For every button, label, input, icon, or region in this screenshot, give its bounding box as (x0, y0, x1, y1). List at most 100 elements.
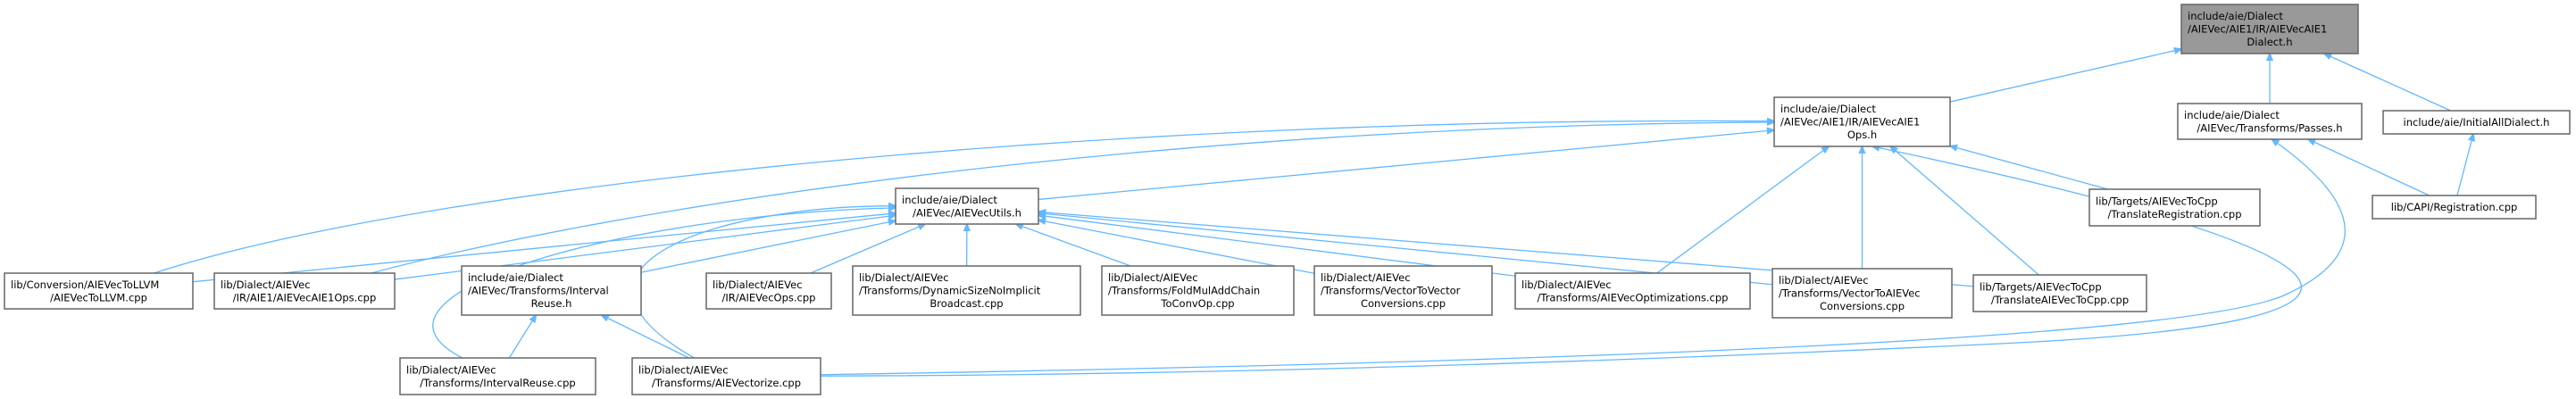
node-label-line: /Transforms/AIEVectorize.cpp (652, 377, 801, 389)
node-intreuse-cpp[interactable]: lib/Dialect/AIEVec/Transforms/IntervalRe… (399, 357, 596, 395)
node-utils-h[interactable]: include/aie/Dialect/AIEVec/AIEVecUtils.h (895, 187, 1039, 225)
node-box (1772, 268, 1953, 319)
dependency-edge-irops_cpp-to-utils_h (810, 224, 926, 274)
node-label-line: /Transforms/FoldMulAddChain (1108, 285, 1260, 297)
node-passes-h[interactable]: include/aie/Dialect/AIEVec/Transforms/Pa… (2177, 103, 2363, 140)
dependency-edge-tollvm_cpp-to-utils_h (192, 213, 896, 283)
node-label-line: lib/Dialect/AIEVec (406, 363, 496, 376)
dependency-edge-transcpp_cpp-to-ops_h (1890, 146, 2039, 276)
node-label-line: lib/Targets/AIEVecToCpp (2096, 195, 2218, 207)
node-label-line: /AIEVec/AIE1/IR/AIEVecAIE1 (2188, 23, 2327, 36)
node-box (631, 357, 821, 395)
dependency-edge-ops_h-to-dialect_h (1949, 49, 2181, 103)
node-dialect-h: include/aie/Dialect/AIEVec/AIE1/IR/AIEVe… (2180, 4, 2359, 54)
dependency-edge-initall_h-to-dialect_h (2324, 54, 2451, 112)
edge-arrow (154, 121, 1774, 274)
node-label-line: lib/Dialect/AIEVec (1779, 274, 1869, 287)
node-label-line: /AIEVec/Transforms/Passes.h (2197, 121, 2342, 134)
node-transreg-cpp[interactable]: lib/Targets/AIEVecToCpp/TranslateRegistr… (2088, 188, 2261, 227)
edge-arrow (192, 213, 896, 283)
node-label-line: include/aie/Dialect (468, 271, 563, 284)
dependency-edge-vec2vec_cpp-to-utils_h (1038, 220, 1315, 274)
node-label-line: /TranslateAIEVecToCpp.cpp (1991, 294, 2129, 306)
node-label-line: lib/CAPI/Registration.cpp (2391, 201, 2518, 213)
node-box (705, 272, 832, 310)
node-ops-h[interactable]: include/aie/Dialect/AIEVec/AIE1/IR/AIEVe… (1773, 96, 1951, 147)
dependency-edge-utils_h-to-ops_h (1038, 130, 1774, 201)
node-vec2aie-cpp[interactable]: lib/Dialect/AIEVec/Transforms/VectorToAI… (1772, 268, 1953, 319)
node-label-line: include/aie/InitialAllDialect.h (2404, 116, 2550, 129)
node-initall-h[interactable]: include/aie/InitialAllDialect.h (2382, 110, 2571, 135)
dependency-edge-tollvm_cpp-to-ops_h (154, 121, 1774, 274)
node-label-line: Dialect.h (2247, 36, 2292, 48)
node-dynsize-cpp[interactable]: lib/Dialect/AIEVec/Transforms/DynamicSiz… (852, 265, 1081, 316)
node-label-line: /AIEVec/AIE1/IR/AIEVecAIE1 (1780, 116, 1920, 129)
node-label-line: /AIEVecToLLVM.cpp (50, 291, 147, 303)
node-label-line: Conversions.cpp (1820, 300, 1905, 312)
edge-arrow (1038, 130, 1774, 201)
node-label-line: include/aie/Dialect (1780, 103, 1876, 115)
node-tollvm-cpp[interactable]: lib/Conversion/AIEVecToLLVM/AIEVecToLLVM… (4, 272, 194, 310)
edge-arrow (371, 122, 1774, 274)
node-box (1972, 274, 2147, 312)
edge-arrow (602, 315, 689, 359)
dependency-edge-vectorize_cpp-to-ops_h (820, 146, 2303, 377)
dependency-edge-capireg_cpp-to-initall_h (2456, 134, 2473, 196)
node-vectorize-cpp[interactable]: lib/Dialect/AIEVec/Transforms/AIEVectori… (631, 357, 821, 395)
node-box (2088, 188, 2261, 227)
edge-arrow (1656, 146, 1830, 274)
edge-arrow (1950, 146, 2108, 190)
node-label-line: ToConvOp.cpp (1160, 297, 1234, 310)
node-box (1101, 265, 1295, 316)
node-capireg-cpp[interactable]: lib/CAPI/Registration.cpp (2372, 195, 2537, 220)
node-box (461, 265, 642, 316)
node-box (2180, 4, 2359, 54)
node-aie1ops-cpp[interactable]: lib/Dialect/AIEVec/IR/AIE1/AIEVecAIE1Ops… (213, 272, 396, 310)
edge-arrow (2324, 54, 2451, 112)
edge-arrow (1890, 146, 2039, 276)
node-label-line: lib/Dialect/AIEVec (638, 363, 729, 376)
edge-arrow (1949, 49, 2181, 103)
dependency-edge-capireg_cpp-to-passes_h (2308, 139, 2430, 196)
node-box (2177, 103, 2363, 140)
node-box (213, 272, 396, 310)
node-label-line: lib/Conversion/AIEVecToLLVM (11, 278, 159, 291)
node-irops-cpp[interactable]: lib/Dialect/AIEVec/IR/AIEVecOps.cpp (705, 272, 832, 310)
node-vec2vec-cpp[interactable]: lib/Dialect/AIEVec/Transforms/VectorToVe… (1313, 265, 1493, 316)
node-label-line: /Transforms/IntervalReuse.cpp (420, 377, 575, 389)
edge-arrow (2308, 139, 2430, 196)
node-label-line: lib/Dialect/AIEVec (713, 278, 803, 291)
dependency-edge-intreuse_h-to-utils_h (640, 220, 896, 273)
node-label-line: Reuse.h (531, 297, 572, 310)
edges-layer (154, 49, 2473, 377)
node-intreuse-h[interactable]: include/aie/Dialect/AIEVec/Transforms/In… (461, 265, 642, 316)
edge-arrow (1038, 220, 1315, 274)
node-label-line: include/aie/Dialect (902, 194, 997, 206)
node-label-line: Ops.h (1847, 129, 1877, 141)
dependency-edge-vectorize_cpp-to-passes_h (820, 139, 2346, 376)
node-box (1313, 265, 1493, 316)
dependency-edge-vectorize_cpp-to-utils_h (632, 206, 896, 359)
node-label-line: /AIEVec/AIEVecUtils.h (913, 206, 1021, 219)
node-transcpp-cpp[interactable]: lib/Targets/AIEVecToCpp/TranslateAIEVecT… (1972, 274, 2147, 312)
edge-arrow (2456, 134, 2473, 196)
dependency-edge-transreg_cpp-to-ops_h (1950, 146, 2108, 190)
dependency-edge-intreuse_cpp-to-intreuse_h (508, 315, 536, 359)
node-label-line: lib/Dialect/AIEVec (1321, 271, 1411, 284)
node-box (4, 272, 194, 310)
node-label-line: /Transforms/VectorToAIEVec (1779, 287, 1921, 300)
node-box (895, 187, 1039, 225)
dependency-edge-foldmul_cpp-to-utils_h (1016, 224, 1131, 267)
node-label-line: /Transforms/DynamicSizeNoImplicit (859, 285, 1041, 297)
node-label-line: /AIEVec/Transforms/Interval (468, 285, 609, 297)
edge-arrow (820, 139, 2346, 376)
node-label-line: Broadcast.cpp (930, 297, 1003, 310)
node-box (399, 357, 596, 395)
node-opt-cpp[interactable]: lib/Dialect/AIEVec/Transforms/AIEVecOpti… (1514, 272, 1751, 310)
node-box (1514, 272, 1751, 310)
node-label-line: include/aie/Dialect (2184, 109, 2280, 121)
node-box (1773, 96, 1951, 147)
node-box (2382, 110, 2571, 135)
node-foldmul-cpp[interactable]: lib/Dialect/AIEVec/Transforms/FoldMulAdd… (1101, 265, 1295, 316)
